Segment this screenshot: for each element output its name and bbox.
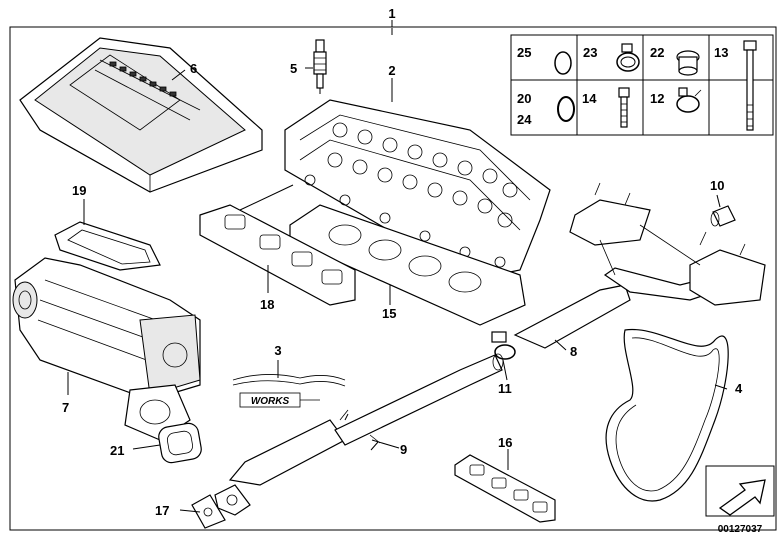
callout-12: 12 — [650, 91, 664, 106]
callout-20: 20 — [517, 91, 531, 106]
callout-23: 23 — [583, 45, 597, 60]
callout-labels: 1 2 3 4 5 6 7 8 9 10 11 12 13 14 15 16 1… — [62, 6, 743, 518]
exhaust-gasket-icon — [454, 454, 556, 523]
bolt-icon — [618, 87, 630, 128]
belt-icon — [605, 328, 729, 502]
exhaust-pipe-icon — [214, 353, 504, 516]
callout-21: 21 — [110, 443, 124, 458]
leader-lines — [67, 28, 728, 513]
seal-ring-icon — [557, 96, 575, 122]
engine-cover-icon — [19, 37, 263, 193]
callout-1: 1 — [388, 6, 395, 21]
callout-9: 9 — [400, 442, 407, 457]
supercharger-gasket-icon — [54, 221, 161, 271]
works-logo-text: WORKS — [251, 396, 290, 407]
callout-2: 2 — [388, 63, 395, 78]
callout-17: 17 — [155, 503, 169, 518]
cylinder-head-icon — [284, 99, 551, 279]
callout-22: 22 — [650, 45, 664, 60]
callout-24: 24 — [517, 112, 532, 127]
clamp-icon — [676, 87, 702, 113]
manifold-gasket-icon — [199, 204, 356, 306]
callout-11: 11 — [498, 381, 512, 396]
callout-6: 6 — [190, 61, 197, 76]
tail-pipe-icon — [710, 205, 736, 227]
spark-plug-icon — [313, 39, 327, 94]
supercharger-icon — [12, 257, 201, 441]
callout-5: 5 — [290, 61, 297, 76]
navigation-arrow-icon[interactable] — [705, 465, 775, 517]
callout-4: 4 — [735, 381, 743, 396]
rear-muffler-icon — [513, 182, 766, 349]
callout-18: 18 — [260, 297, 274, 312]
hose-clamp-icon — [616, 43, 640, 72]
small-parts-grid — [510, 34, 774, 136]
callout-13: 13 — [714, 45, 728, 60]
o-ring-icon — [554, 51, 572, 75]
callout-3: 3 — [274, 343, 281, 358]
works-emblem: WORKS — [232, 374, 346, 408]
diagram-id: 00127037 — [718, 524, 763, 535]
long-bolt-icon — [743, 40, 757, 131]
callout-16: 16 — [498, 435, 512, 450]
seal-icon — [158, 422, 202, 464]
callout-25: 25 — [517, 45, 531, 60]
callout-7: 7 — [62, 400, 69, 415]
callout-14: 14 — [582, 91, 597, 106]
callout-15: 15 — [382, 306, 396, 321]
pipe-clamp-icon — [491, 331, 516, 360]
callout-8: 8 — [570, 344, 577, 359]
callout-10: 10 — [710, 178, 724, 193]
cap-icon — [676, 50, 700, 76]
callout-19: 19 — [72, 183, 86, 198]
flange-gasket-icon — [191, 494, 226, 529]
diagram-frame — [9, 26, 777, 531]
